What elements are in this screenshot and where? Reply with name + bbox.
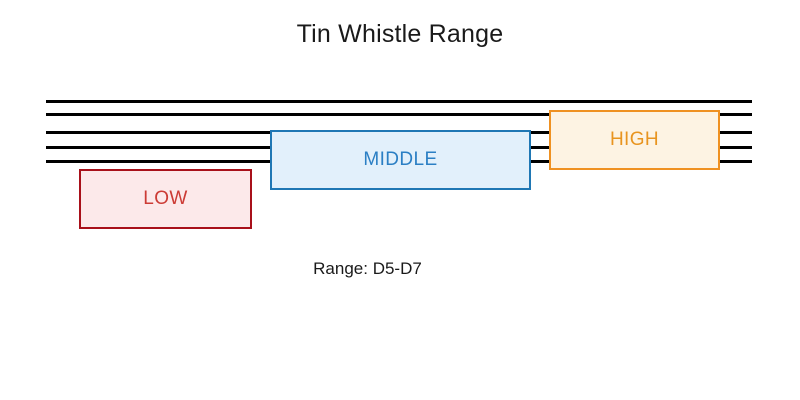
staff-line-2 [46,113,752,116]
page-title: Tin Whistle Range [296,20,504,48]
range-caption: Range: D5-D7 [313,259,422,278]
staff-line-1 [46,100,752,103]
range-box-low[interactable]: LOW [79,169,252,229]
range-box-high[interactable]: HIGH [549,110,720,170]
range-box-middle[interactable]: MIDDLE [270,130,531,190]
range-label-high: HIGH [609,129,660,150]
range-label-middle: MIDDLE [363,149,438,170]
range-label-low: LOW [143,188,188,209]
